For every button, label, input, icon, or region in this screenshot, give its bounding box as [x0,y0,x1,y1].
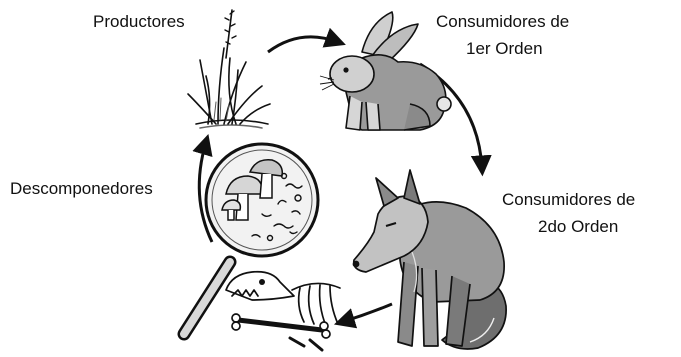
secondary-consumers-label-line1: Consumidores de [502,190,635,209]
secondary-consumers-label-line2: 2do Orden [538,217,618,236]
skeleton-icon [226,272,340,350]
decomposers-label: Descomponedores [10,179,153,198]
fox-icon [353,170,507,349]
grass-plant-icon [188,10,270,128]
primary-consumers-label-line2: 1er Orden [466,39,543,58]
arrow-producers-to-primary [268,37,338,52]
magnifier-mushrooms-icon [184,144,318,334]
primary-consumers-label-line1: Consumidores de [436,12,569,31]
rabbit-icon [320,12,451,130]
producers-label: Productores [93,12,185,31]
arrow-secondary-to-remains [342,304,392,322]
